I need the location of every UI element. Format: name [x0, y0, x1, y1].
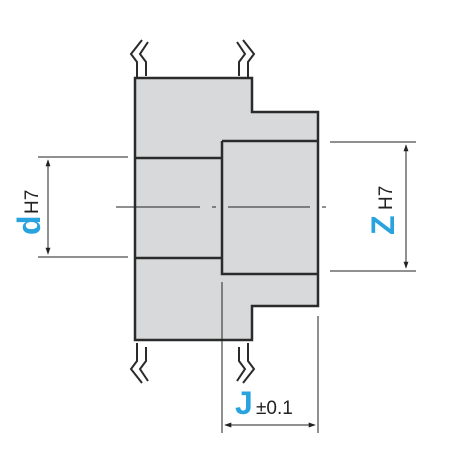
counterbore-label: Z H7 — [365, 186, 401, 235]
counterbore-tolerance: H7 — [376, 186, 397, 210]
bore-letter: d — [11, 215, 47, 235]
pulley-body — [133, 76, 320, 342]
hub-length-tolerance: ±0.1 — [256, 398, 293, 419]
counterbore-dimension — [330, 141, 416, 272]
bore-lines — [135, 156, 222, 260]
bottom-flange — [129, 343, 256, 384]
bore-dimension — [38, 156, 128, 258]
counterbore-letter: Z — [365, 215, 401, 235]
bore-label: d H7 — [11, 190, 47, 235]
hub-length-dimension — [221, 282, 319, 433]
top-flange — [129, 39, 256, 80]
hub-length-letter: J — [235, 385, 253, 421]
bore-tolerance: H7 — [22, 190, 43, 214]
counterbore — [220, 139, 318, 276]
